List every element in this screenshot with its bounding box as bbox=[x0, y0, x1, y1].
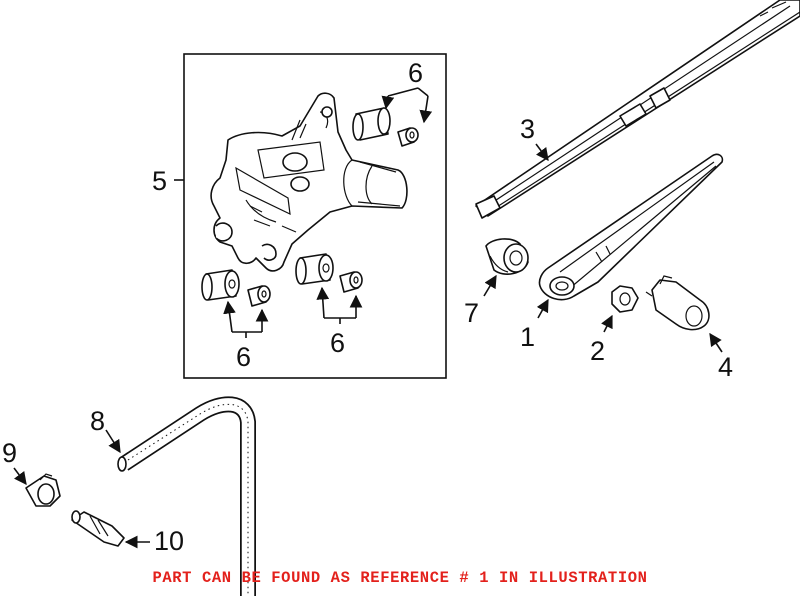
reference-caption: PART CAN BE FOUND AS REFERENCE # 1 IN IL… bbox=[152, 569, 648, 587]
callout-7: 7 bbox=[464, 298, 479, 328]
grommet-bottom-right-small[interactable] bbox=[339, 271, 363, 293]
grommet-bottom-left-small[interactable] bbox=[247, 285, 271, 307]
wiper-arm[interactable] bbox=[538, 153, 724, 301]
callout-9: 9 bbox=[2, 438, 17, 468]
wiper-blade[interactable] bbox=[475, 0, 800, 219]
callout-8: 8 bbox=[90, 406, 105, 436]
leader-3 bbox=[535, 143, 549, 162]
arm-grommet[interactable] bbox=[485, 238, 529, 275]
callout-5: 5 bbox=[152, 166, 167, 196]
callout-6-bottom-left: 6 bbox=[236, 342, 251, 372]
leader-6-top bbox=[381, 87, 433, 124]
grommet-bottom-right-large[interactable] bbox=[295, 253, 334, 285]
washer-hose[interactable] bbox=[117, 396, 256, 596]
grommet-top-small[interactable] bbox=[397, 127, 419, 147]
grommet-top-large[interactable] bbox=[352, 107, 391, 141]
leader-6-bottom-right bbox=[316, 286, 363, 324]
leader-8 bbox=[105, 429, 121, 454]
motor-assembly-frame bbox=[183, 53, 447, 379]
wiper-motor[interactable] bbox=[210, 92, 408, 272]
grommet-bottom-left-large[interactable] bbox=[201, 269, 240, 301]
arm-cap[interactable] bbox=[645, 275, 710, 331]
callout-6-top: 6 bbox=[408, 58, 423, 88]
callout-1: 1 bbox=[520, 322, 535, 352]
arm-nut[interactable] bbox=[611, 285, 639, 313]
callout-4: 4 bbox=[718, 352, 733, 382]
callout-2: 2 bbox=[590, 336, 605, 366]
leader-2 bbox=[601, 314, 613, 333]
check-valve[interactable] bbox=[25, 473, 61, 507]
leader-1 bbox=[536, 298, 549, 319]
callout-6-bottom-right: 6 bbox=[330, 328, 345, 358]
leader-6-bottom-left bbox=[223, 300, 269, 338]
callout-3: 3 bbox=[520, 114, 535, 144]
leader-7 bbox=[483, 274, 497, 297]
callout-10: 10 bbox=[154, 526, 184, 556]
leader-9 bbox=[13, 467, 27, 486]
leader-4 bbox=[709, 332, 723, 353]
hose-connector[interactable] bbox=[71, 510, 125, 547]
